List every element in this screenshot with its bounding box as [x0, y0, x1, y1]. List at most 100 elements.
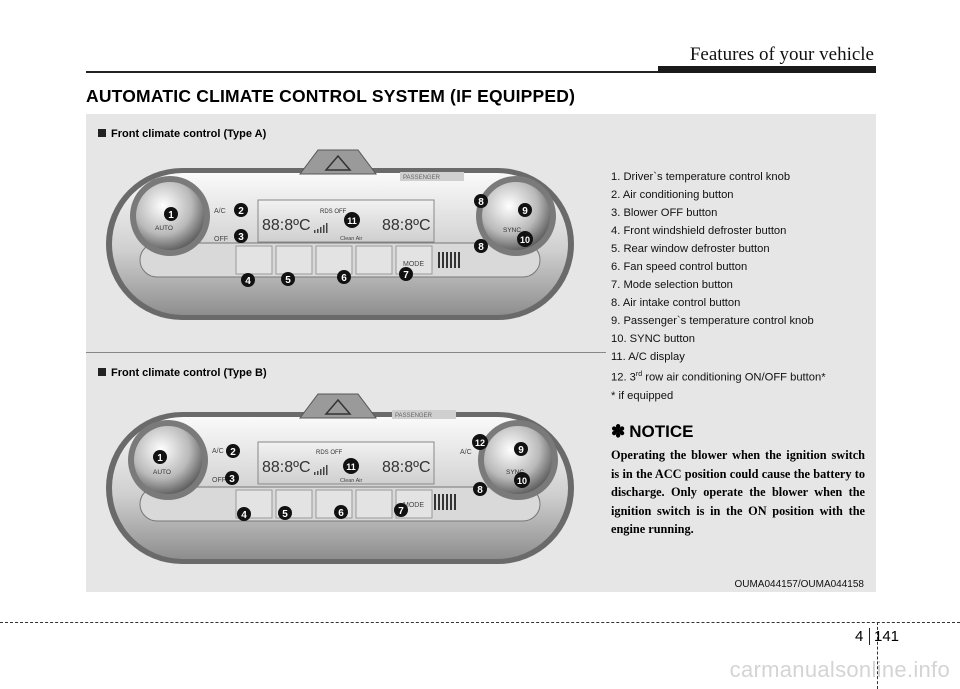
callout-7 [394, 503, 408, 517]
svg-text:A/C: A/C [460, 449, 472, 456]
panel-divider [86, 352, 606, 353]
hazard-button[interactable] [299, 149, 377, 175]
legend-item: 6. Fan speed control button [611, 261, 748, 273]
passenger-temp-knob[interactable] [484, 426, 552, 494]
callout-8-top [474, 194, 488, 208]
svg-text:5: 5 [282, 509, 288, 520]
svg-text:88:8ºC: 88:8ºC [262, 459, 311, 476]
svg-text:AUTO: AUTO [155, 225, 173, 232]
callout-6 [334, 505, 348, 519]
svg-text:11: 11 [347, 216, 357, 226]
legend-item: 7. Mode selection button [611, 279, 733, 291]
svg-text:88:8ºC: 88:8ºC [382, 217, 431, 234]
notice-star-icon: ✽ [611, 422, 626, 441]
callout-10 [517, 231, 533, 247]
climate-control-type-a: PASSENGER 88:8ºC 88:8ºC RDS OFF Clean Ai… [106, 149, 574, 320]
callout-4 [237, 507, 251, 521]
callout-2 [226, 444, 240, 458]
front-defrost-button[interactable] [235, 245, 273, 275]
svg-text:4: 4 [241, 510, 247, 521]
svg-text:3: 3 [238, 232, 244, 243]
passenger-temp-knob[interactable] [482, 182, 550, 250]
callout-9 [518, 203, 532, 217]
callout-3 [225, 471, 239, 485]
legend-item: 4. Front windshield defroster button [611, 225, 787, 237]
fan-speed-bars-icon [314, 465, 328, 475]
hazard-button[interactable] [299, 393, 377, 419]
svg-text:SYNC: SYNC [506, 469, 524, 476]
image-code: OUMA044157/OUMA044158 [734, 579, 864, 590]
legend-item: 3. Blower OFF button [611, 207, 718, 219]
svg-text:MODE: MODE [403, 261, 424, 268]
callout-8-bottom [474, 239, 488, 253]
callout-1 [164, 207, 178, 221]
svg-text:Clean Air: Clean Air [340, 478, 362, 484]
footer-dashed-rule [0, 622, 960, 623]
svg-text:7: 7 [398, 506, 404, 517]
callout-7 [399, 267, 413, 281]
callout-11 [343, 458, 359, 474]
svg-text:6: 6 [341, 273, 347, 284]
callout-12 [472, 434, 488, 450]
svg-text:PASSENGER: PASSENGER [395, 413, 433, 419]
watermark: carmanualsonline.info [729, 657, 950, 682]
svg-text:OFF: OFF [214, 236, 228, 243]
callout-3 [234, 229, 248, 243]
legend-item: 1. Driver`s temperature control knob [611, 171, 791, 183]
svg-text:A/C: A/C [212, 448, 224, 455]
svg-text:8: 8 [478, 197, 484, 208]
legend-item: 11. A/C display [611, 351, 685, 363]
svg-text:A/C: A/C [214, 208, 226, 215]
svg-text:10: 10 [520, 235, 530, 245]
svg-text:7: 7 [403, 270, 409, 281]
legend-item: 5. Rear window defroster button [611, 243, 770, 255]
svg-text:PASSENGER: PASSENGER [403, 175, 441, 181]
callout-11 [344, 212, 360, 228]
fan-speed-bars-icon [314, 223, 328, 233]
passenger-airbag-indicator [392, 410, 456, 419]
header-rule [86, 71, 658, 73]
legend-item-12: 12. 3rd row air conditioning ON/OFF butt… [611, 371, 826, 384]
notice-body: Operating the blower when the ignition s… [611, 448, 865, 536]
svg-text:Clean Air: Clean Air [340, 236, 362, 242]
fan-up-button[interactable] [355, 245, 393, 275]
svg-text:1: 1 [157, 453, 163, 464]
hazard-triangle-icon [324, 154, 352, 171]
svg-text:RDS OFF: RDS OFF [320, 209, 347, 215]
front-defrost-button[interactable] [235, 489, 273, 519]
callout-4 [241, 273, 255, 287]
svg-text:RDS OFF: RDS OFF [316, 450, 343, 456]
callout-10 [514, 472, 530, 488]
vent-grille-icon [434, 494, 456, 510]
legend-footnote: * if equipped [611, 389, 674, 402]
svg-text:6: 6 [338, 508, 344, 519]
svg-text:4: 4 [245, 276, 251, 287]
legend-item: 2. Air conditioning button [611, 189, 734, 201]
callout-5 [278, 506, 292, 520]
page-chapter: 4 [855, 628, 864, 645]
rear-defrost-button[interactable] [275, 245, 313, 275]
bullet-square-icon [98, 129, 106, 137]
legend-item: 10. SYNC button [611, 333, 695, 345]
type-b-label: Front climate control (Type B) [98, 367, 267, 379]
footer-dashed-vline [877, 622, 878, 689]
svg-text:9: 9 [518, 445, 524, 456]
section-title: AUTOMATIC CLIMATE CONTROL SYSTEM (IF EQU… [86, 86, 576, 106]
hazard-triangle-icon [324, 398, 352, 415]
running-header: Features of your vehicle [689, 44, 874, 65]
svg-text:88:8ºC: 88:8ºC [382, 459, 431, 476]
legend-list: 1. Driver`s temperature control knob 2. … [611, 168, 826, 405]
svg-text:5: 5 [285, 275, 291, 286]
svg-text:88:8ºC: 88:8ºC [262, 217, 311, 234]
callout-1 [153, 450, 167, 464]
fan-down-button[interactable] [315, 245, 353, 275]
callout-2 [234, 203, 248, 217]
climate-control-type-b: PASSENGER 88:8ºC 88:8ºC RDS OFF Clean Ai… [106, 393, 574, 564]
page-number: 141 [874, 628, 900, 645]
svg-text:8: 8 [478, 242, 484, 253]
svg-text:11: 11 [346, 462, 356, 472]
driver-temp-knob[interactable] [134, 426, 202, 494]
svg-text:12: 12 [475, 438, 485, 448]
fan-up-button[interactable] [355, 489, 393, 519]
svg-text:2: 2 [230, 447, 236, 458]
